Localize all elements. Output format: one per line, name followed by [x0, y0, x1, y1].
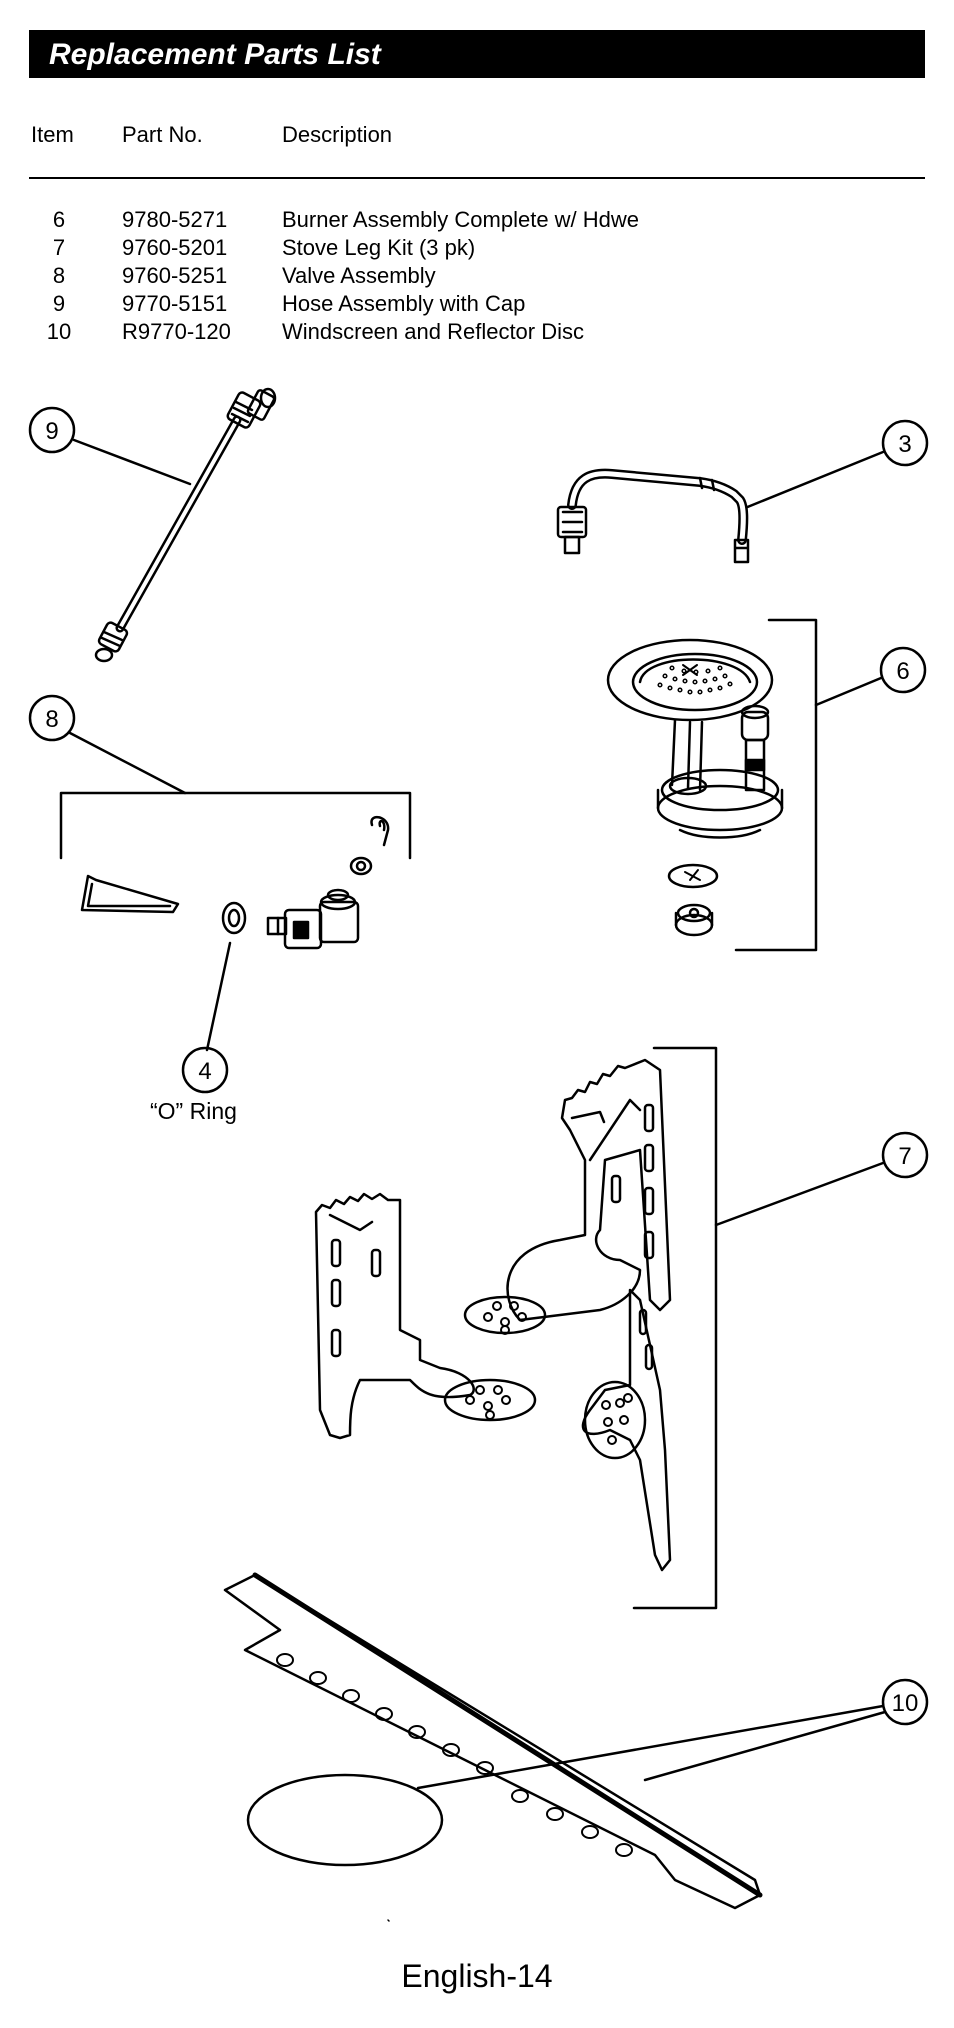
- part-description: Burner Assembly Complete w/ Hdwe: [282, 207, 640, 232]
- part-description: Stove Leg Kit (3 pk): [282, 235, 476, 260]
- callout-4: 4: [181, 941, 232, 1094]
- callout-3: 3: [743, 419, 929, 510]
- item-number: 8: [52, 263, 66, 288]
- callout-7: 7: [632, 1046, 929, 1610]
- hose-assembly-drawing: [94, 387, 277, 663]
- part-description: Windscreen and Reflector Disc: [282, 319, 585, 344]
- o-ring-label: “O” Ring: [150, 1098, 237, 1124]
- callout-number: 10: [892, 1690, 919, 1717]
- header-bar: Replacement Parts List: [29, 30, 925, 78]
- fuel-tube-drawing: [556, 468, 750, 564]
- item-number: 9: [52, 291, 66, 316]
- valve-assembly-drawing: [80, 815, 390, 950]
- callout-number: 3: [898, 431, 911, 458]
- column-header-description: Description: [282, 122, 393, 147]
- part-number: 9780-5271: [122, 207, 228, 232]
- burner-assembly-drawing: [606, 638, 784, 937]
- header-rule: [29, 177, 925, 179]
- column-header-item: Item: [31, 122, 74, 147]
- item-number: 7: [52, 235, 66, 260]
- callout-10: 10: [416, 1678, 929, 1790]
- page-footer: English-14: [401, 1958, 553, 1994]
- item-number: 6: [52, 207, 66, 232]
- part-number: 9770-5151: [122, 291, 228, 316]
- column-header-part-no: Part No.: [122, 122, 203, 147]
- page-title: Replacement Parts List: [49, 38, 381, 71]
- part-number: R9770-120: [122, 319, 231, 344]
- callout-9: 9: [28, 406, 192, 486]
- stove-legs-drawing: [314, 1058, 672, 1572]
- part-description: Valve Assembly: [282, 263, 436, 288]
- callout-6: 6: [734, 618, 927, 952]
- callout-number: 4: [198, 1058, 211, 1085]
- part-number: 9760-5251: [122, 263, 228, 288]
- windscreen-drawing: [223, 1572, 763, 1922]
- callout-8: 8: [28, 694, 412, 860]
- callout-number: 7: [898, 1143, 911, 1170]
- callout-number: 9: [45, 418, 58, 445]
- item-number: 10: [46, 319, 72, 344]
- part-description: Hose Assembly with Cap: [282, 291, 526, 316]
- part-number: 9760-5201: [122, 235, 228, 260]
- callout-number: 6: [896, 658, 909, 685]
- callout-number: 8: [45, 706, 58, 733]
